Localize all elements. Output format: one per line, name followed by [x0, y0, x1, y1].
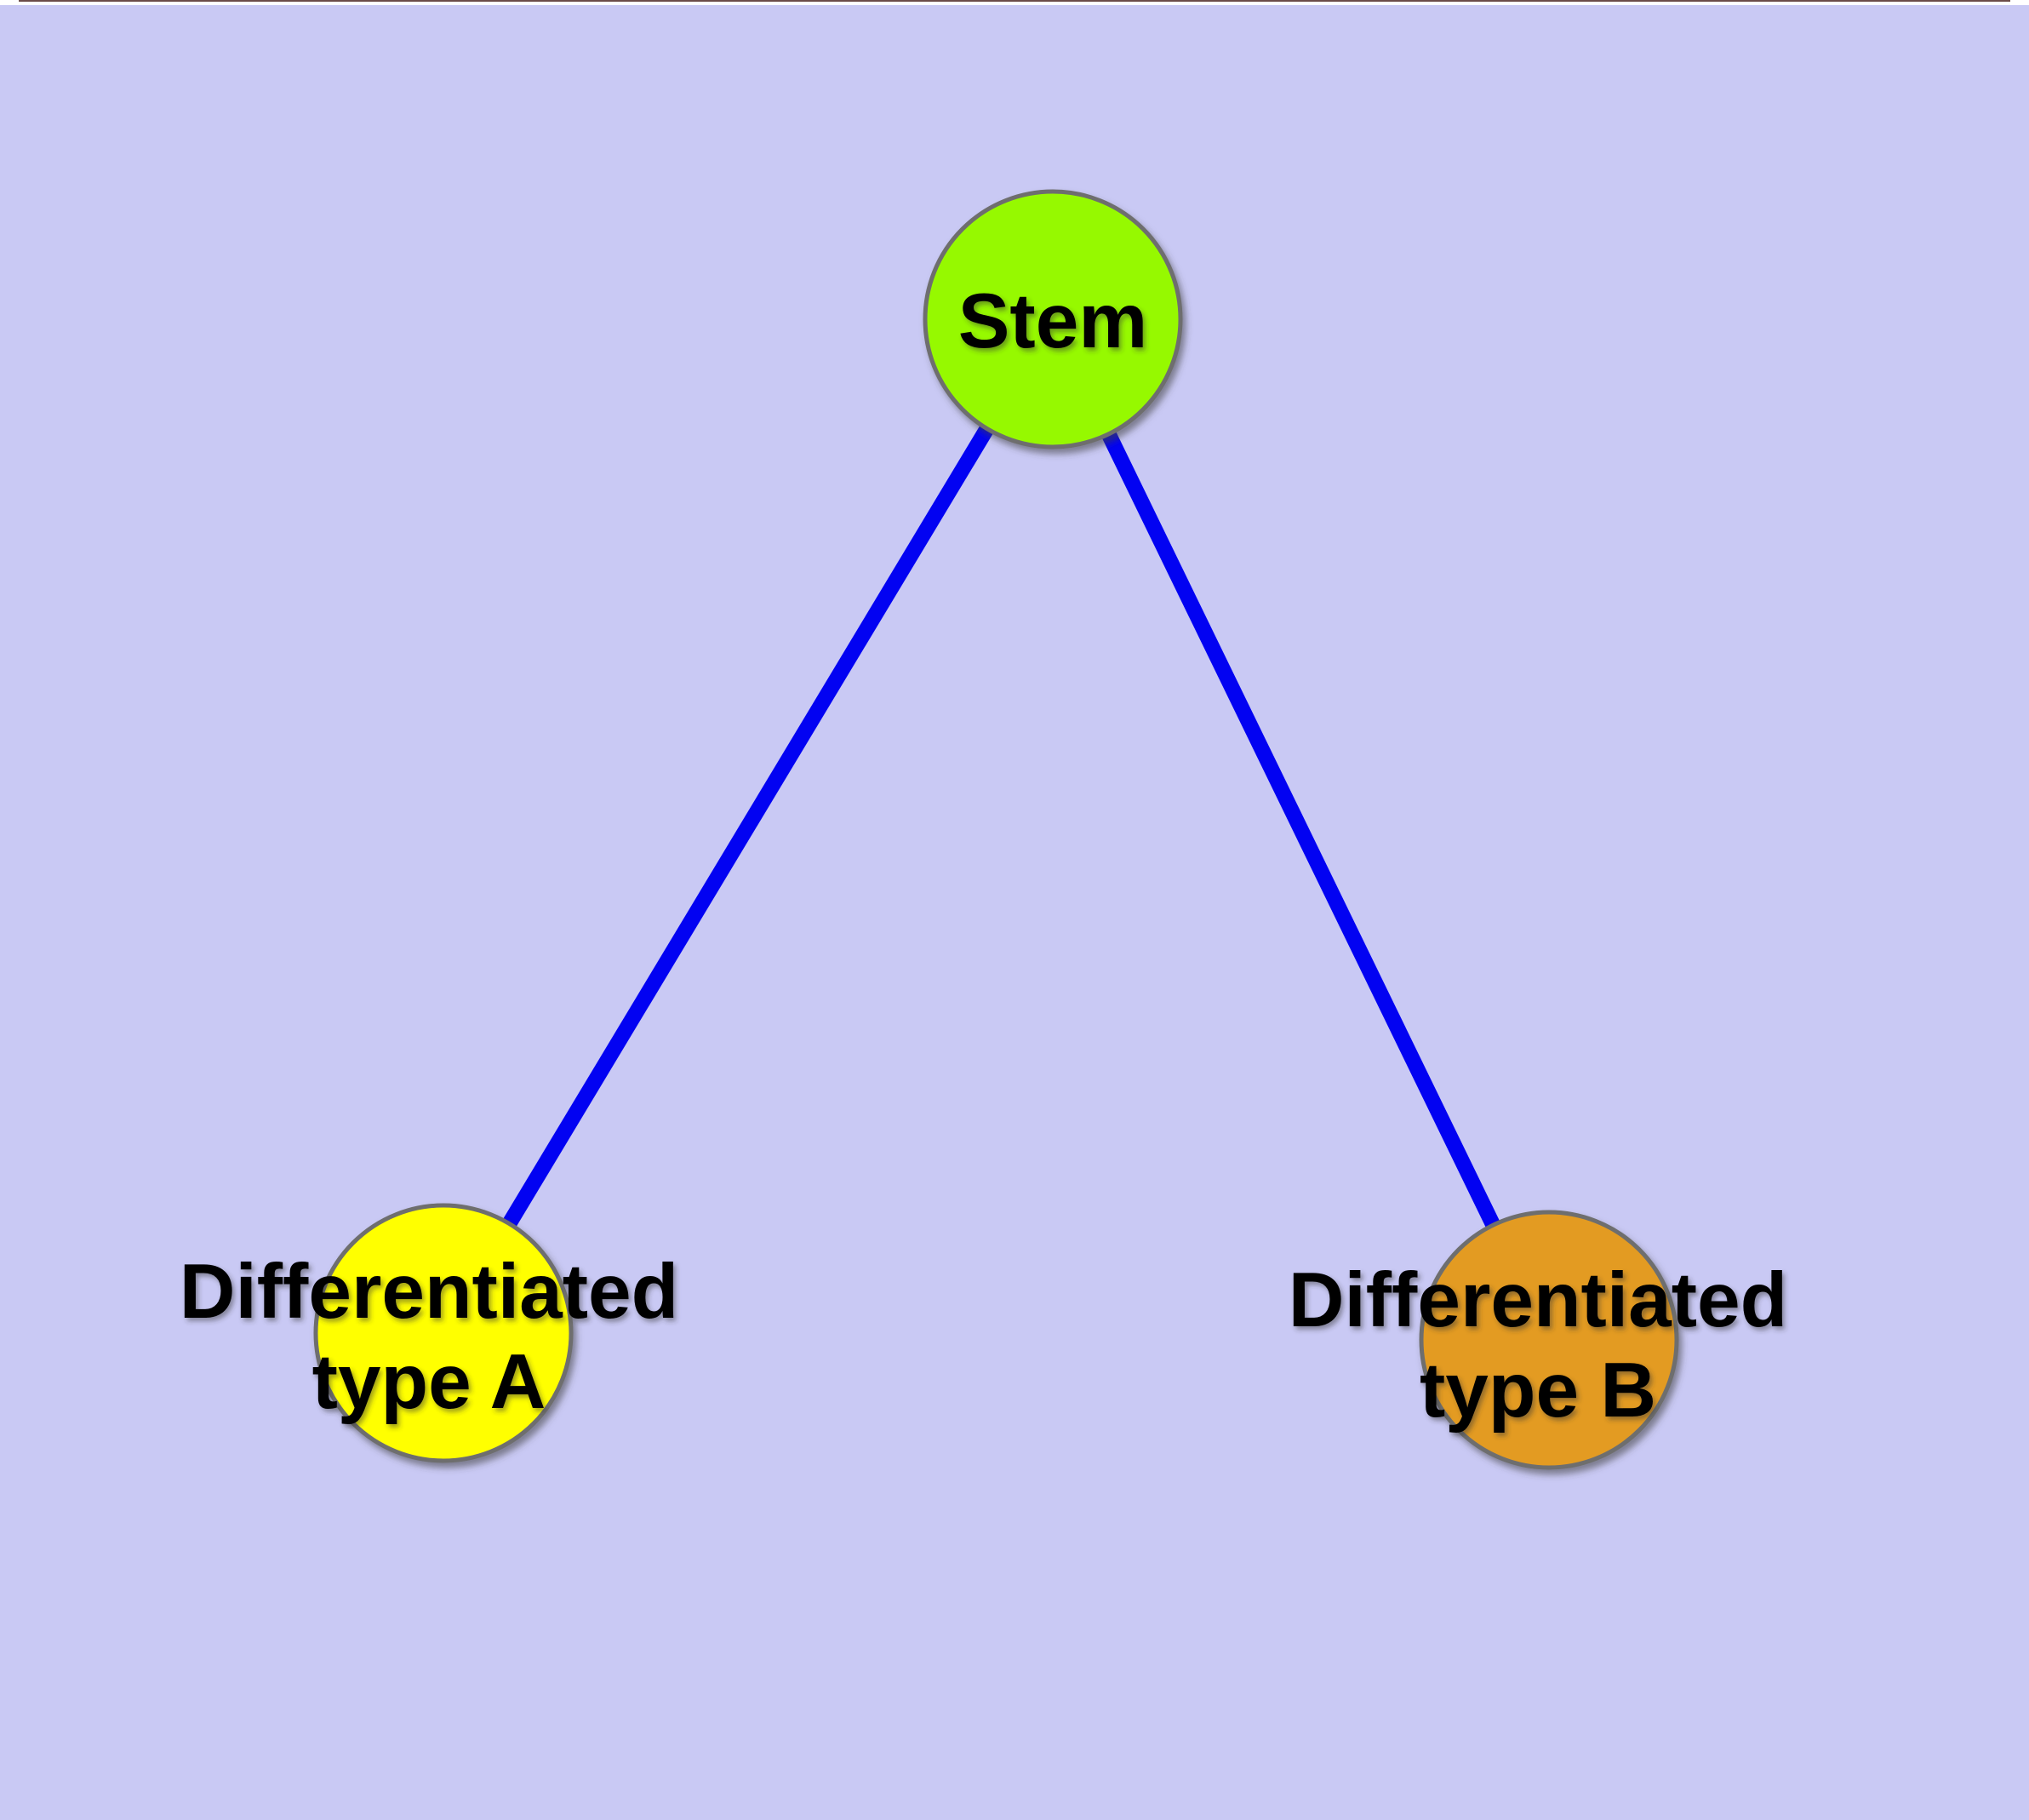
- window-top-highlight: [0, 0, 2029, 5]
- edge-stem-to-type-a: [437, 315, 1060, 1337]
- node-type-b-circle: [1419, 1210, 1679, 1470]
- edge-stem-to-type-b: [1045, 316, 1557, 1343]
- node-type-b-label-line2: type B: [1420, 1348, 1656, 1434]
- node-type-b-label-line1: Differentiated: [1289, 1257, 1788, 1343]
- edge-group: [437, 315, 1557, 1343]
- node-type-a-circle: [313, 1203, 574, 1463]
- node-stem-circle: [923, 189, 1183, 449]
- node-stem: Stem: [923, 189, 1183, 449]
- node-differentiated-type-b: Differentiated type B: [1289, 1210, 1788, 1470]
- node-stem-label: Stem: [958, 278, 1148, 364]
- window-top-edge-line: [19, 0, 2010, 2]
- node-type-a-label-line2: type A: [312, 1339, 546, 1425]
- node-differentiated-type-a: Differentiated type A: [180, 1203, 679, 1463]
- node-type-a-label-line1: Differentiated: [180, 1249, 679, 1335]
